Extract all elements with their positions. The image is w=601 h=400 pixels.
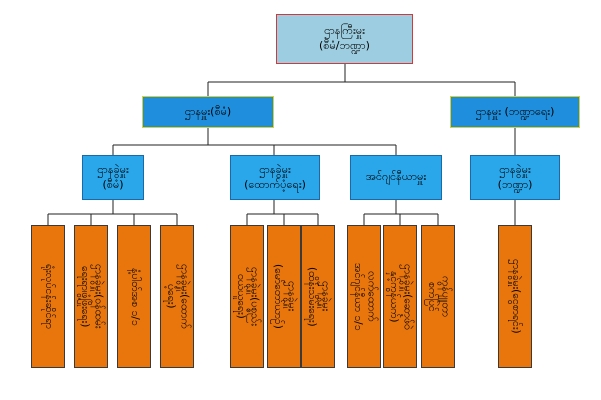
- leaf-support-line2: ပံ့ရေး): [165, 284, 177, 309]
- unit-engineer-title: အင်ဂျင်နီယာမှူး: [365, 170, 427, 184]
- unit-engineer-node: အင်ဂျင်နီယာမှူး: [350, 155, 442, 200]
- unit-supply-title: ဌာနခွဲမှူး: [259, 162, 291, 176]
- branch-finance-node: ဌာနမှူး (ဘဏ္ဍာရေး): [450, 96, 580, 128]
- leaf-staff-affairs: ဌာနခွဲမှူး(ဝန်ထမ်း ရေးရာ၊ဖွံ့ဖြိုးရေး): [74, 225, 108, 368]
- leaf-software-network-line2: နှင့်ကွန်ယက်): [388, 270, 400, 323]
- leaf-procurement: ဌာနခွဲမှူး(ပစ္စည်း ဝယ်ယူရေး): [230, 225, 264, 368]
- leaf-software-network-line1: ဌာနခွဲမှူး(ဆော့ဖ်ဝဲ: [401, 263, 414, 330]
- leaf-vehicles-line1: ဌာနခွဲမှူး: [285, 281, 298, 312]
- leaf-support-line1: ဌာနခွဲမှူး(ထောက်: [178, 264, 191, 329]
- leaf-procurement-line2: ဝယ်ယူရေး): [235, 274, 247, 319]
- leaf-number-one: နံ့ပါတ်အစ ၁/၁: [117, 225, 151, 368]
- branch-admin-title: ဌာနမှူး(စီမံ): [184, 104, 232, 118]
- leaf-vehicles-line2: (မော်တော်ယာဉ်): [272, 264, 284, 329]
- unit-admin-node: ဌာနခွဲမှူး (စီမံ): [82, 155, 144, 200]
- leaf-staff-affairs-line1: ဌာနခွဲမှူး(ဝန်ထမ်း: [92, 264, 105, 329]
- leaf-staff-affairs-line2: ရေးရာ၊ဖွံ့ဖြိုးရေး): [79, 265, 91, 328]
- leaf-computer-repair-line1: ကွန်ပျူတာ: [439, 276, 452, 317]
- leaf-accounts: ဌာနခွဲမှူး(ငွေစာရင်း): [498, 225, 532, 368]
- leaf-number-one-line1: နံ့ပါတ်အစ ၁/၁: [128, 267, 141, 326]
- leaf-accounts-line1: ဌာနခွဲမှူး(ငွေစာရင်း): [509, 259, 522, 334]
- leaf-software-network: ဌာနခွဲမှူး(ဆော့ဖ်ဝဲ နှင့်ကွန်ယက်): [383, 225, 417, 368]
- leaf-assistant-engineer-line2: အင်ဂျင်နီယာ ၁/၁: [352, 262, 364, 331]
- unit-admin-subtitle: (စီမံ): [102, 177, 124, 191]
- leaf-office-work-line1: ရုံးလုပ်ငန်းဆိုင်ရာ: [42, 264, 55, 329]
- leaf-maintenance-line1: ဌာနခွဲမှူး: [319, 281, 332, 312]
- leaf-office-work: ရုံးလုပ်ငန်းဆိုင်ရာ: [31, 225, 65, 368]
- leaf-support: ဌာနခွဲမှူး(ထောက် ပံ့ရေး): [160, 225, 194, 368]
- unit-supply-node: ဌာနခွဲမှူး (ထောက်ပံ့ရေး): [230, 155, 320, 200]
- unit-finance-title: ဌာနခွဲမှူး: [499, 162, 531, 176]
- unit-finance-subtitle: (ဘဏ္ဍာ): [497, 177, 533, 191]
- leaf-procurement-line1: ဌာနခွဲမှူး(ပစ္စည်း: [248, 267, 261, 326]
- leaf-assistant-engineer: လက်ထောက် အင်ဂျင်နီယာ ၁/၁: [347, 225, 381, 368]
- unit-finance-node: ဌာနခွဲမှူး (ဘဏ္ဍာ): [470, 155, 560, 200]
- leaf-computer-repair: ကွန်ပျူတာ စက်ပြင်: [421, 225, 455, 368]
- root-title: ဌာနကြီးမှူး: [324, 24, 365, 38]
- leaf-computer-repair-line2: စက်ပြင်: [426, 281, 438, 312]
- leaf-maintenance: ဌာနခွဲမှူး (ထိန်းသိမ်းရေး): [301, 225, 335, 368]
- root-subtitle: (စီမံ/ဘဏ္ဍာ): [319, 39, 370, 52]
- branch-finance-title: ဌာနမှူး (ဘဏ္ဍာရေး): [475, 104, 555, 118]
- leaf-assistant-engineer-line1: လက်ထောက်: [365, 271, 378, 322]
- branch-admin-node: ဌာနမှူး(စီမံ): [142, 96, 274, 128]
- unit-admin-title: ဌာနခွဲမှူး: [97, 162, 129, 176]
- root-node: ဌာနကြီးမှူး (စီမံ/ဘဏ္ဍာ): [276, 14, 413, 64]
- leaf-vehicles: ဌာနခွဲမှူး (မော်တော်ယာဉ်): [267, 225, 301, 368]
- leaf-maintenance-line2: (ထိန်းသိမ်းရေး): [306, 266, 318, 327]
- unit-supply-subtitle: (ထောက်ပံ့ရေး): [244, 177, 306, 191]
